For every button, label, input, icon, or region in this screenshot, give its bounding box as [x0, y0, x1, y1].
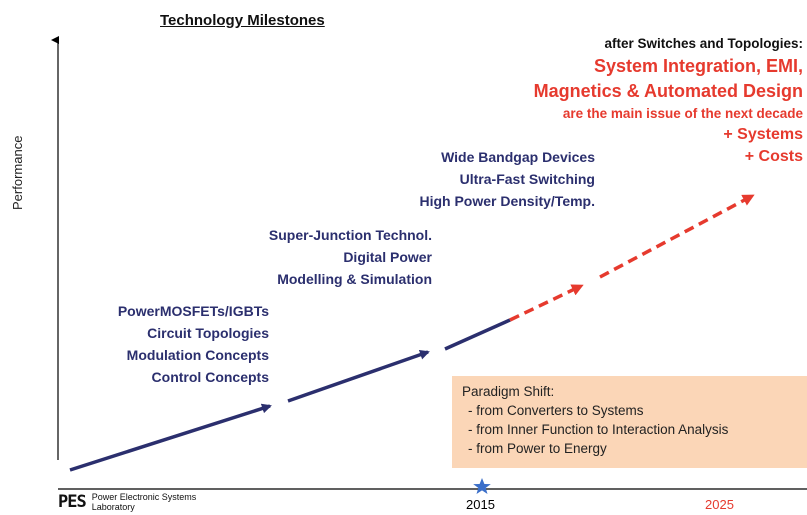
lab-logo-text: Power Electronic Systems Laboratory — [92, 492, 197, 512]
year-2025: 2025 — [705, 497, 734, 512]
y-axis-label: Performance — [10, 135, 25, 210]
milestone-line: Super-Junction Technol. — [268, 227, 432, 243]
future-outlook: after Switches and Topologies: System In… — [534, 34, 803, 168]
future-line-2: Magnetics & Automated Design — [533, 81, 803, 101]
future-line-5: + Costs — [744, 148, 803, 165]
milestone-group-1: PowerMOSFETs/IGBTs Circuit Topologies Mo… — [118, 300, 269, 388]
milestone-line: Modulation Concepts — [126, 347, 269, 363]
trend-arrow-1 — [69, 403, 272, 472]
milestone-group-2: Super-Junction Technol. Digital Power Mo… — [269, 224, 432, 290]
milestone-line: Circuit Topologies — [147, 325, 269, 341]
paradigm-item: - from Converters to Systems — [468, 403, 644, 418]
trend-arrow-2 — [287, 349, 430, 403]
milestone-line: Control Concepts — [151, 369, 269, 385]
milestone-line: Wide Bandgap Devices — [441, 149, 595, 165]
page-title: Technology Milestones — [160, 12, 325, 29]
star-icon — [473, 478, 491, 494]
lab-name-line-1: Power Electronic Systems — [91, 492, 197, 502]
future-intro: after Switches and Topologies: — [604, 36, 803, 51]
future-line-4: + Systems — [723, 126, 803, 143]
lab-name-line-2: Laboratory — [91, 502, 135, 512]
future-line-1: System Integration, EMI, — [593, 56, 803, 76]
milestone-line: Digital Power — [343, 249, 432, 265]
future-arrow-2 — [599, 194, 755, 279]
lab-logo: PES Power Electronic Systems Laboratory — [58, 492, 196, 512]
paradigm-heading: Paradigm Shift: — [462, 384, 555, 399]
future-arrow-1 — [509, 284, 584, 322]
milestone-line: PowerMOSFETs/IGBTs — [117, 303, 269, 319]
future-line-3: are the main issue of the next decade — [562, 106, 803, 121]
milestone-line: High Power Density/Temp. — [419, 193, 595, 209]
year-2015: 2015 — [466, 497, 495, 512]
paradigm-item: - from Power to Energy — [468, 441, 607, 456]
milestone-group-3: Wide Bandgap Devices Ultra-Fast Switchin… — [419, 146, 595, 212]
paradigm-item: - from Inner Function to Interaction Ana… — [468, 422, 729, 437]
paradigm-shift-box: Paradigm Shift: - from Converters to Sys… — [452, 376, 807, 468]
milestone-line: Modelling & Simulation — [277, 271, 432, 287]
trend-line-3 — [444, 318, 511, 351]
milestone-line: Ultra-Fast Switching — [459, 171, 595, 187]
lab-logo-mark: PES — [58, 492, 87, 512]
